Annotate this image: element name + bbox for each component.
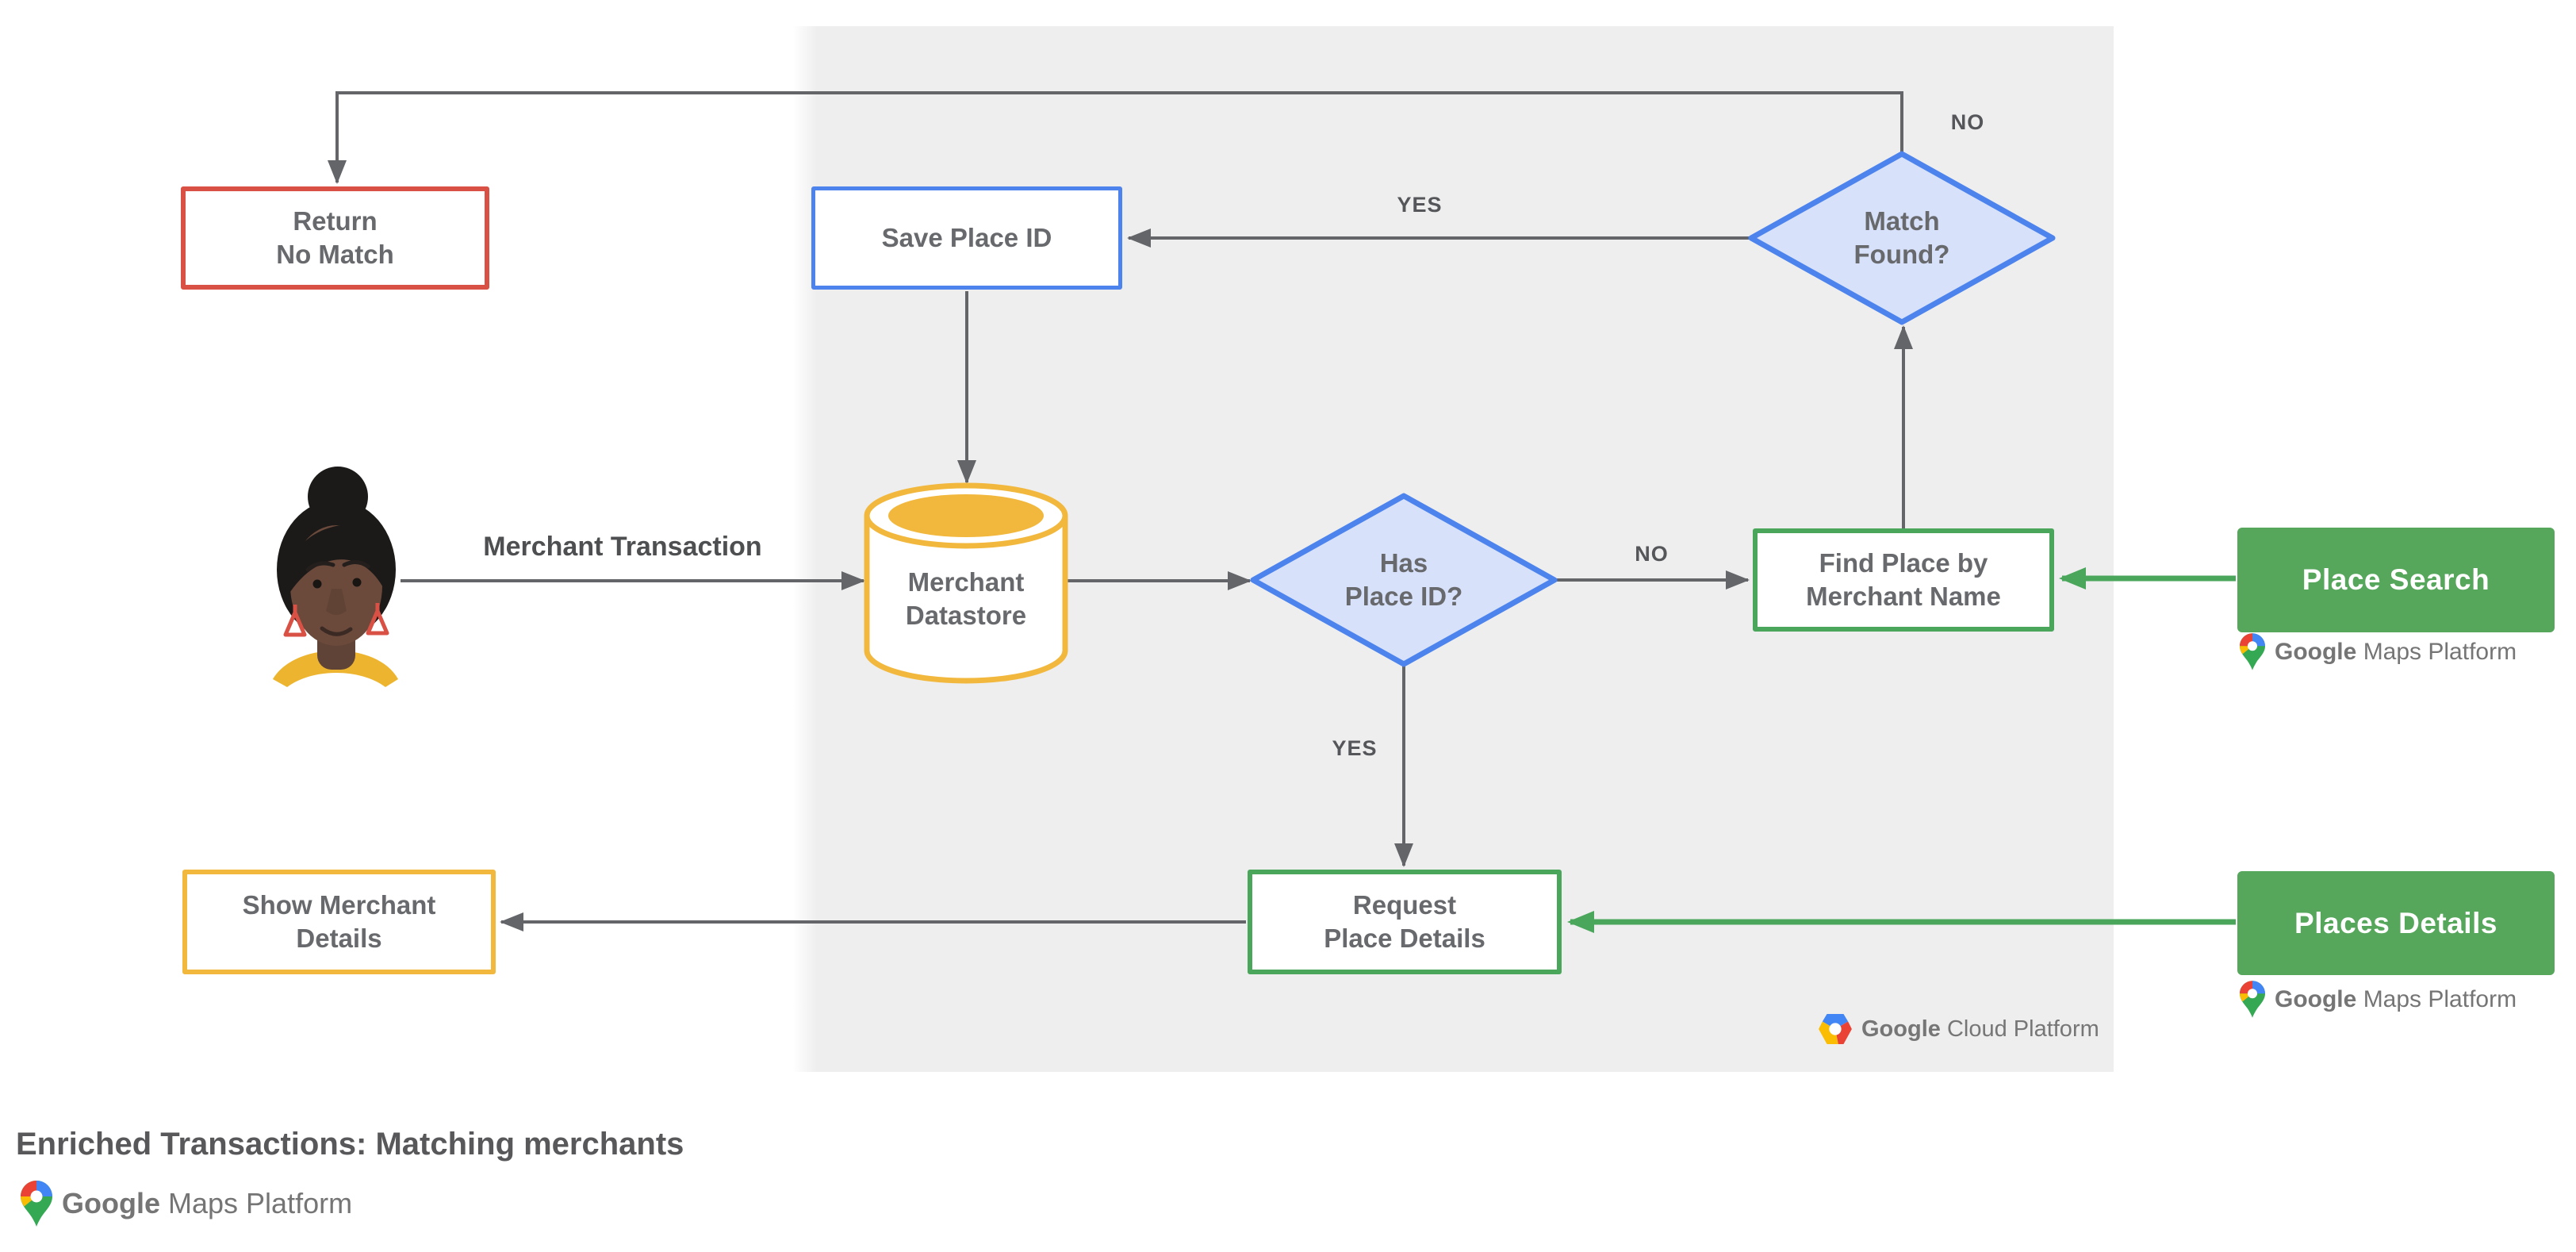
maps-platform-attribution: Google Maps Platform <box>2240 633 2517 670</box>
brand-google: Google <box>2275 638 2357 665</box>
diagram-title: Enriched Transactions: Matching merchant… <box>16 1127 684 1162</box>
brand-cloud-platform: Cloud Platform <box>1946 1016 2099 1042</box>
brand-google: Google <box>62 1187 160 1219</box>
node-label: Request <box>1352 890 1457 920</box>
brand-maps-platform: Maps Platform <box>168 1187 353 1219</box>
brand-maps-platform: Maps Platform <box>2363 638 2517 665</box>
api-card-label: Place Search <box>2302 563 2490 596</box>
edge-match-found-no <box>328 91 1903 184</box>
maps-platform-attribution: Google Maps Platform <box>2240 981 2517 1018</box>
node-label: Return <box>293 206 378 236</box>
avatar-earrings <box>283 603 389 637</box>
avatar-eye-right <box>352 578 362 587</box>
has-place-id-diamond <box>1250 493 1558 667</box>
node-label: Place ID? <box>1344 582 1463 611</box>
match-found-diamond <box>1748 151 2056 325</box>
avatar-hair-swoop <box>287 524 389 592</box>
avatar-eye-left <box>312 579 322 589</box>
node-label: Details <box>296 924 382 953</box>
node-find-place-by-merchant-name: Find Place by Merchant Name <box>1753 528 2054 632</box>
edge-label-has-place-id-yes: YES <box>1332 736 1378 760</box>
maps-platform-attribution-footer: Google Maps Platform <box>21 1181 352 1227</box>
brand-google: Google <box>2275 985 2357 1012</box>
node-return-no-match: Return No Match <box>181 186 489 290</box>
edge-label-merchant-transaction: Merchant Transaction <box>483 532 762 562</box>
brand-maps-platform: Maps Platform <box>2363 985 2517 1012</box>
api-card-label: Places Details <box>2294 906 2497 939</box>
brand-google: Google <box>1861 1016 1941 1042</box>
google-cloud-hexagon-icon <box>1819 1014 1852 1044</box>
google-maps-pin-icon <box>2240 981 2265 1018</box>
node-has-place-id-label: Has Place ID? <box>1273 514 1535 646</box>
user-avatar <box>273 467 398 687</box>
edge-label-has-place-id-no: NO <box>1635 542 1669 566</box>
edge-label-match-found-yes: YES <box>1397 193 1443 217</box>
node-label: Find Place by <box>1819 548 1988 578</box>
node-label: Place Details <box>1324 924 1485 953</box>
node-merchant-datastore-label: Merchant Datastore <box>871 547 1061 651</box>
datastore-cylinder-icon <box>864 482 1068 684</box>
google-maps-pin-icon <box>21 1181 52 1227</box>
node-label: Merchant Name <box>1806 582 2001 611</box>
node-label: Has <box>1379 548 1428 578</box>
node-save-place-id: Save Place ID <box>811 186 1122 290</box>
edge-label-match-found-no: NO <box>1950 110 1985 134</box>
node-label: Show Merchant <box>242 890 436 920</box>
node-label: Datastore <box>905 601 1027 630</box>
avatar-eyebrow-right <box>342 560 370 569</box>
node-label: Save Place ID <box>881 223 1052 252</box>
google-maps-pin-icon <box>2240 633 2265 670</box>
node-label: No Match <box>276 240 394 269</box>
node-label: Match <box>1864 206 1940 236</box>
node-request-place-details: Request Place Details <box>1248 870 1562 974</box>
api-card-place-search: Place Search <box>2237 528 2555 632</box>
avatar-nose <box>326 589 347 615</box>
node-match-found-label: Match Found? <box>1771 172 2033 304</box>
api-card-places-details: Places Details <box>2237 871 2555 975</box>
node-label: Merchant <box>907 567 1025 597</box>
node-show-merchant-details: Show Merchant Details <box>182 870 496 974</box>
cloud-platform-attribution: Google Cloud Platform <box>1819 1014 2099 1044</box>
avatar-mouth <box>320 626 353 636</box>
avatar-eyebrow-left <box>305 561 335 572</box>
node-label: Found? <box>1853 240 1950 269</box>
